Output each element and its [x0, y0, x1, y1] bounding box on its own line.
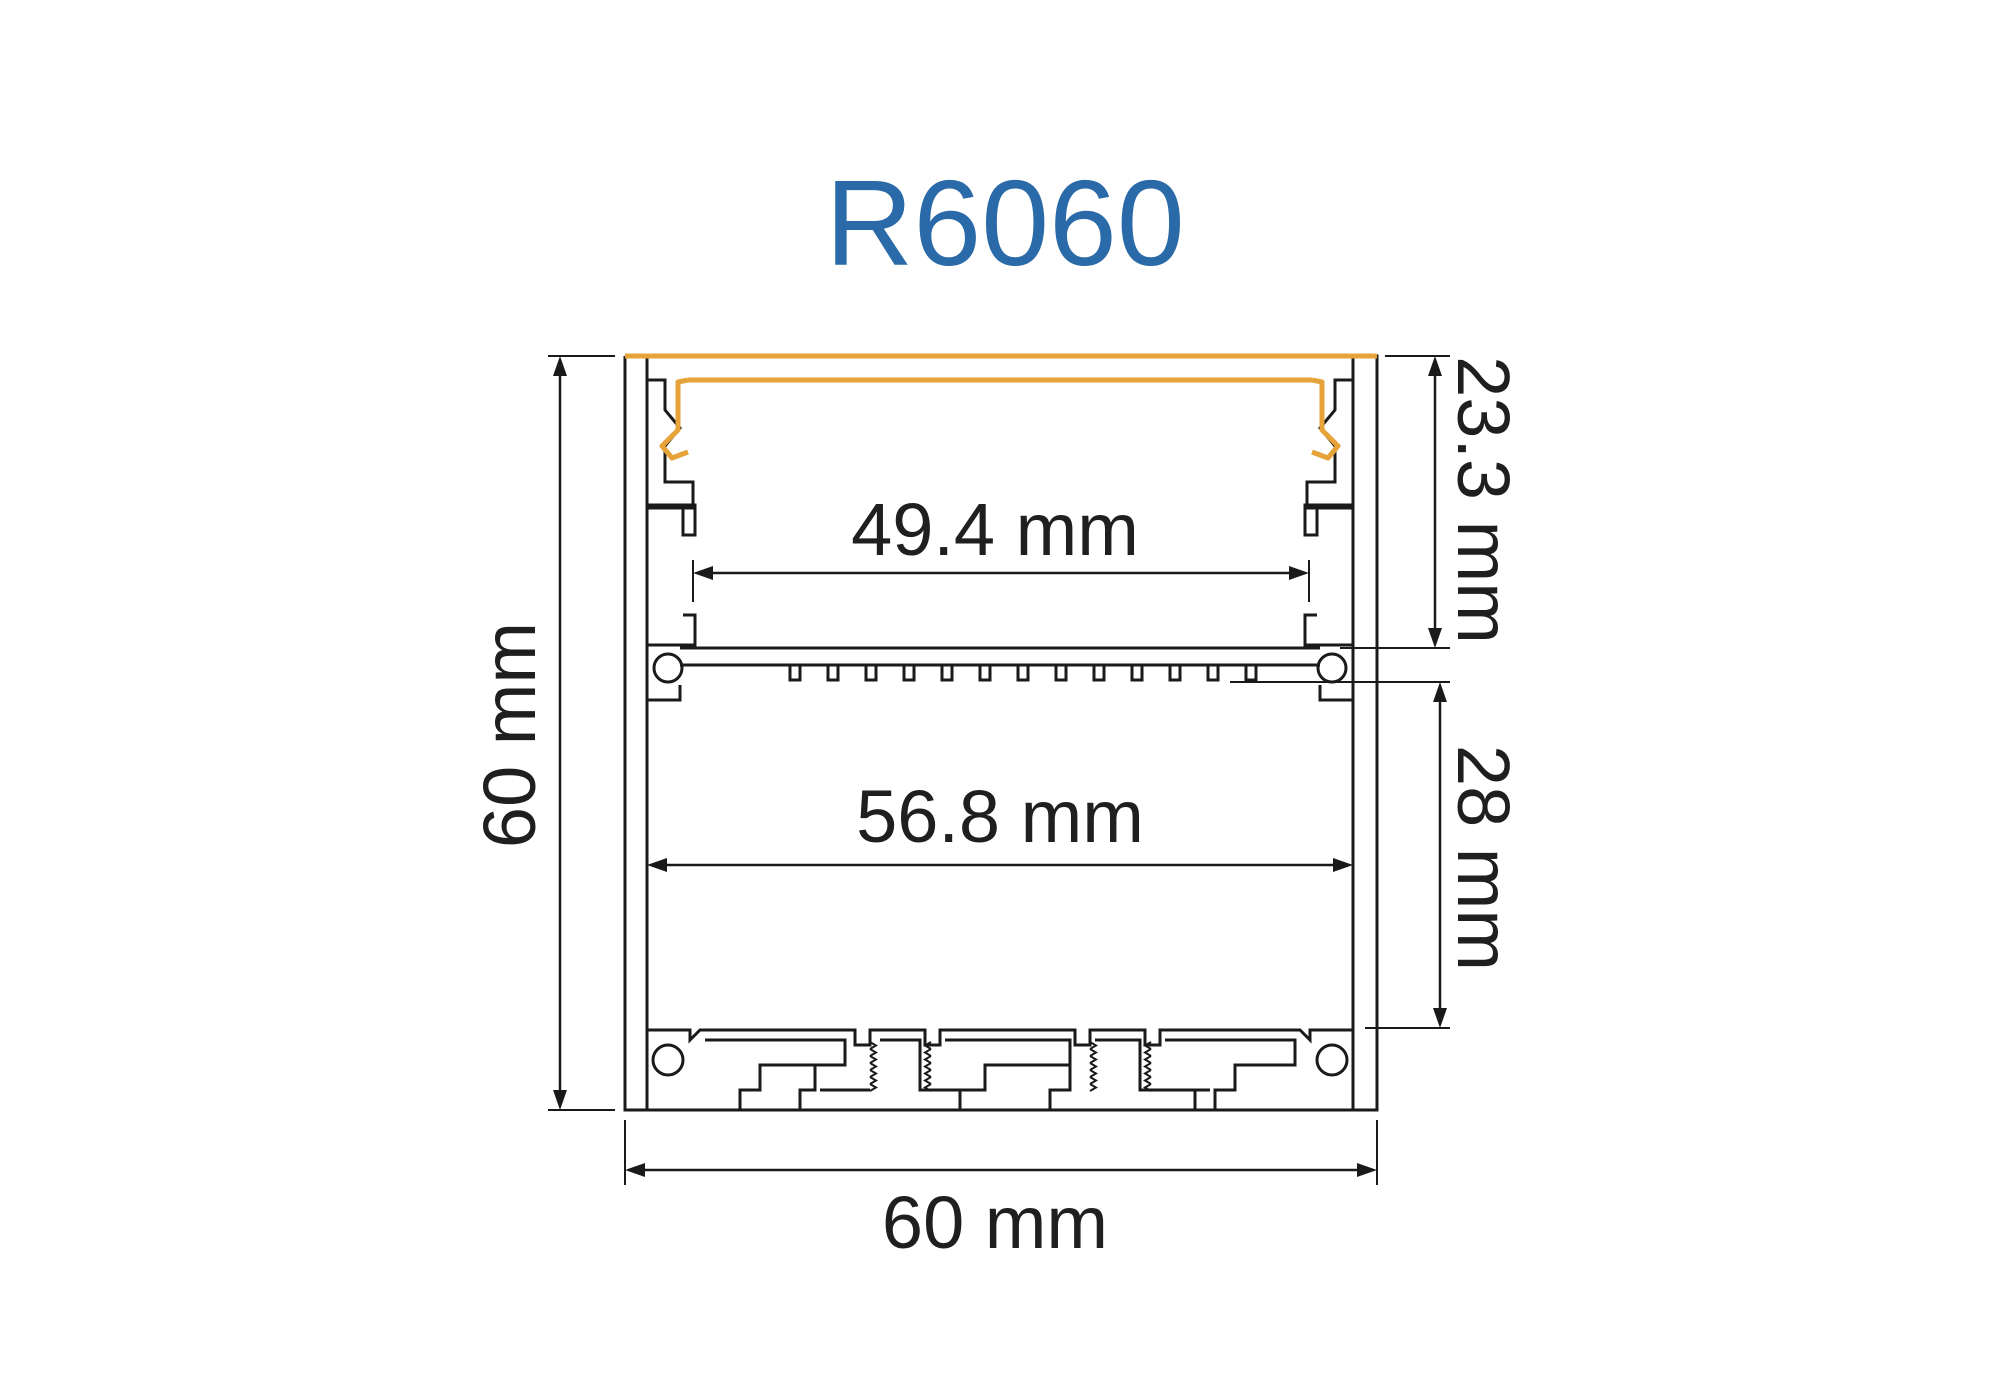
overall-height-label: 60 mm [468, 622, 551, 848]
overall-width-label: 60 mm [882, 1181, 1108, 1264]
upper-chamber-height-label: 23.3 mm [1442, 356, 1525, 644]
left-mid-clip [647, 503, 697, 647]
lower-chamber-height-label: 28 mm [1442, 745, 1525, 971]
product-title: R6060 [825, 155, 1185, 291]
lower-inner-width-label: 56.8 mm [856, 775, 1144, 858]
left-upper-clip [647, 378, 695, 510]
thread [1089, 1041, 1152, 1092]
upper-height-arrow-bottom [1428, 628, 1442, 648]
height-arrow-top [553, 356, 567, 376]
fin [1130, 665, 1144, 682]
lower-height-arrow-bottom [1433, 1008, 1447, 1028]
led-mounting-plate [680, 646, 1320, 667]
right-upper-clip [1305, 378, 1353, 510]
screw-threads [869, 1041, 1152, 1092]
upper-width-arrow-right [1289, 566, 1309, 580]
fin [1244, 665, 1258, 682]
fin [978, 665, 992, 682]
fin [1016, 665, 1030, 682]
lower-width-arrow-right [1333, 858, 1353, 872]
fin [902, 665, 916, 682]
thread [869, 1041, 932, 1092]
diffuser-cover [625, 353, 1377, 461]
right-screw-channel-mid [1316, 652, 1348, 684]
upper-height-arrow-top [1428, 356, 1442, 376]
right-screw-channel-bottom [1315, 1043, 1349, 1077]
bottom-t-slots [705, 1038, 1297, 1110]
fin [1168, 665, 1182, 682]
fin [788, 665, 802, 682]
upper-width-arrow-left [693, 566, 713, 580]
right-mid-clip [1303, 503, 1353, 647]
fin [1092, 665, 1106, 682]
left-screw-channel-mid [652, 652, 684, 684]
fin [826, 665, 840, 682]
upper-inner-width-label: 49.4 mm [851, 488, 1139, 571]
height-arrow-bottom [553, 1090, 567, 1110]
profile-outer-wall [623, 354, 1379, 1112]
lower-chamber-top [647, 685, 1353, 702]
fin [940, 665, 954, 682]
profile-left-inner-wall [625, 354, 649, 1110]
lower-height-arrow-top [1433, 682, 1447, 702]
bottom-mounting-slots [647, 1028, 1353, 1047]
left-screw-channel-bottom [651, 1043, 685, 1077]
fin [1206, 665, 1220, 682]
lower-width-arrow-left [647, 858, 667, 872]
fin [864, 665, 878, 682]
width-arrow-right [1357, 1163, 1377, 1177]
heat-sink-fins [788, 665, 1258, 682]
width-arrow-left [625, 1163, 645, 1177]
fin [1054, 665, 1068, 682]
